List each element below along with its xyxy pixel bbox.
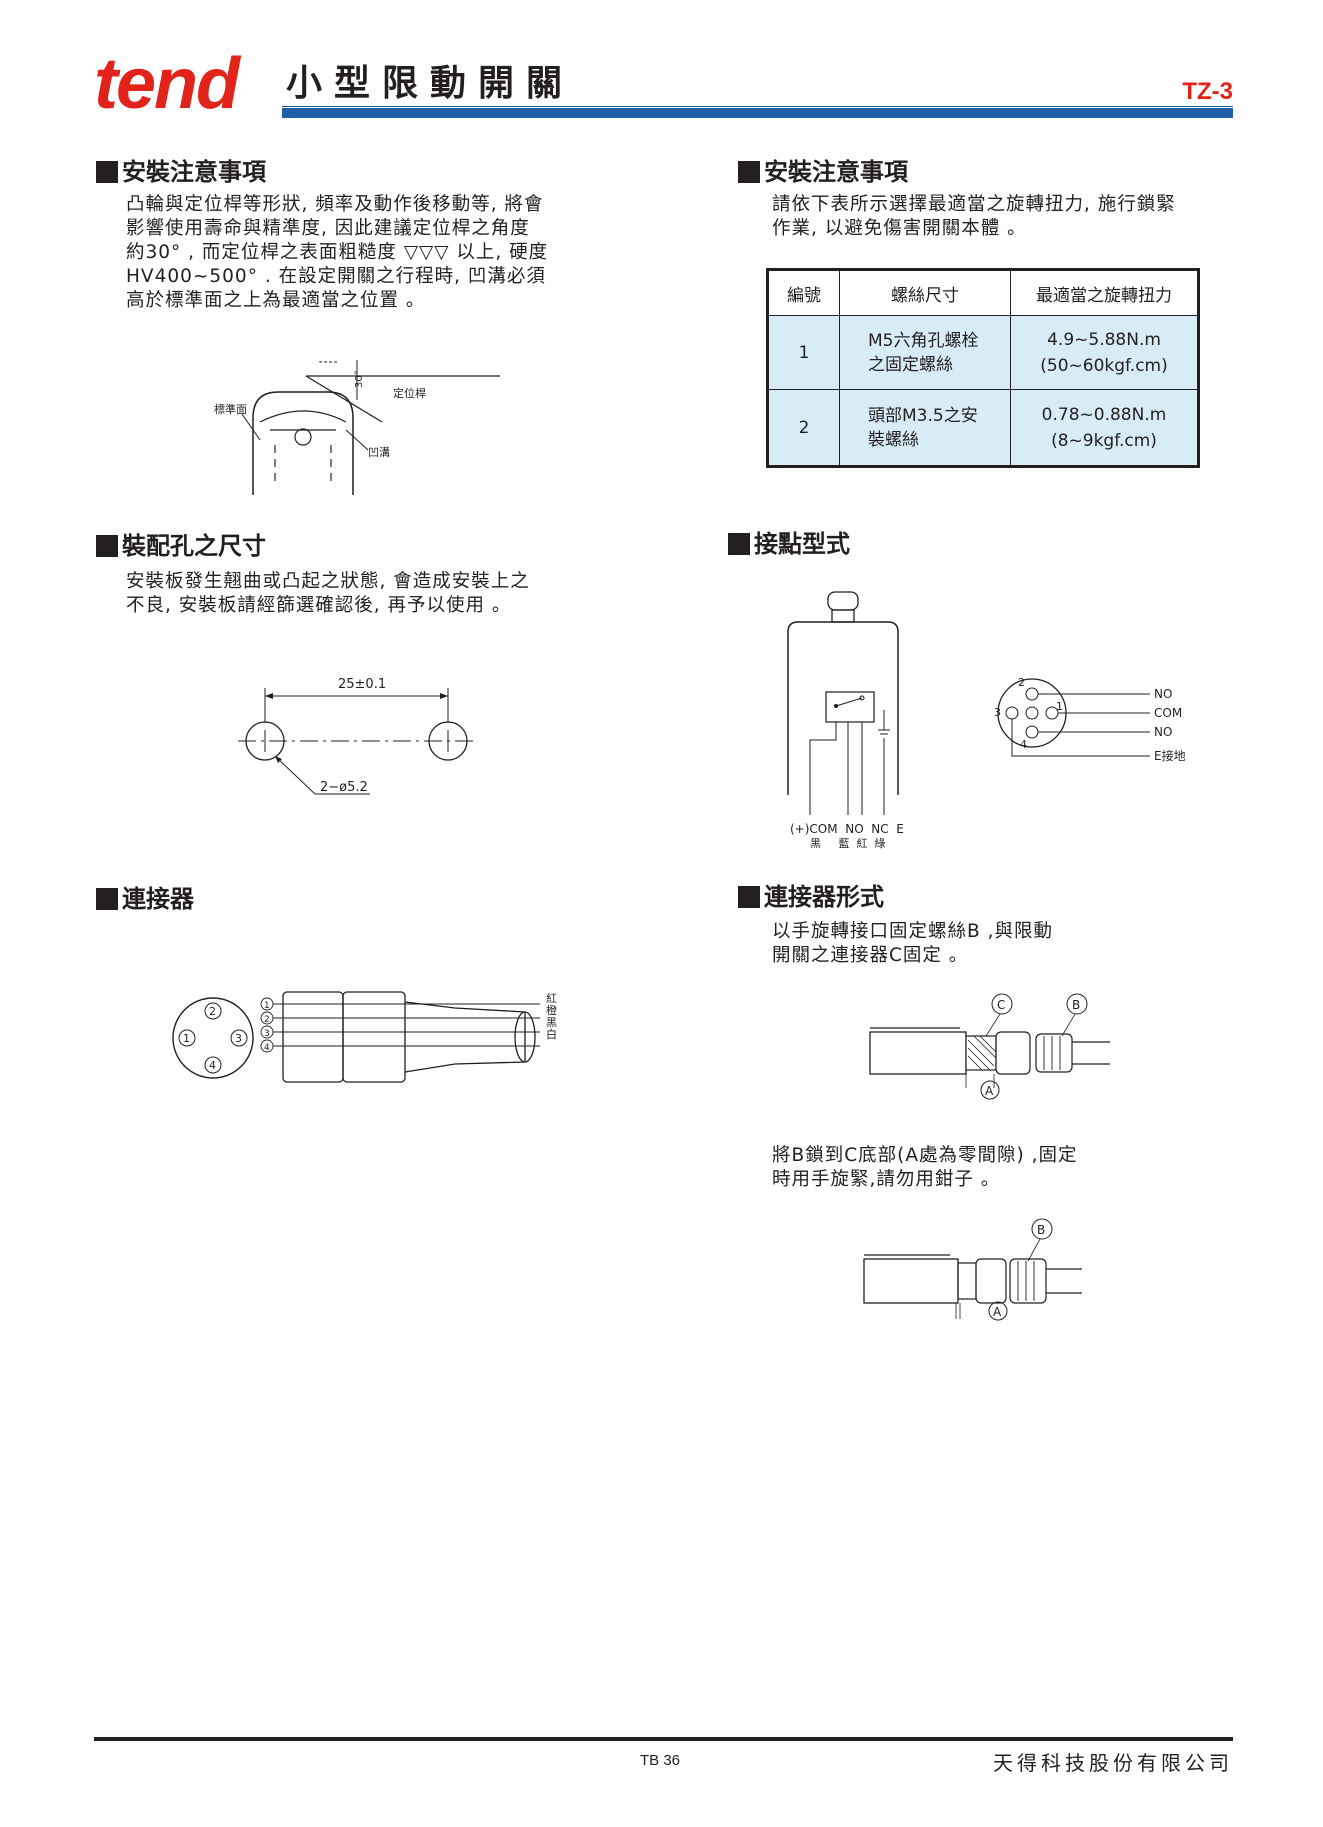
pin-num: 3 (264, 1029, 270, 1039)
cell-torque: 4.9~5.88N.m (50~60kgf.cm) (1010, 315, 1198, 390)
section-title-install-left: 安裝注意事項 (96, 158, 266, 186)
pin-num: 4 (209, 1059, 216, 1072)
pin-label: NO (1154, 725, 1172, 739)
install-right-text: 請依下表所示選擇最適當之旋轉扭力, 施行鎖緊 作業, 以避免傷害開關本體 。 (772, 194, 1176, 239)
connector-assembly-diagram-1: C B A (869, 993, 1110, 1100)
pin-num: 3 (994, 706, 1001, 719)
pin-label: NO (1154, 687, 1172, 701)
rod-label: 定位桿 (393, 386, 426, 400)
mounting-hole-diagram: 25±0.1 2−ø5.2 (238, 677, 475, 795)
bullet-square-icon (738, 161, 760, 183)
pin-num: 4 (1020, 738, 1027, 751)
groove-label: 凹溝 (368, 446, 390, 459)
section-title-connector: 連接器 (96, 885, 194, 913)
label-c: C (997, 998, 1005, 1012)
col-header-size: 螺絲尺寸 (839, 270, 1011, 316)
header-rule (282, 108, 1233, 118)
dia-label: 2−ø5.2 (320, 780, 368, 795)
pin-label: COM (1154, 706, 1182, 720)
connector-form-text: 以手旋轉接口固定螺絲B ,與限動 開關之連接器C固定 。 (772, 921, 1053, 966)
footer-rule (94, 1737, 1233, 1741)
col-header-no: 編號 (768, 270, 840, 316)
company-name: 天得科技股份有限公司 (993, 1751, 1233, 1775)
bullet-square-icon (96, 888, 118, 910)
pin-num: 4 (264, 1043, 270, 1053)
bullet-square-icon (738, 886, 760, 908)
terminal-color-labels: 黑 藍 紅 綠 (810, 837, 885, 850)
torque-table: 編號 螺絲尺寸 最適當之旋轉扭力 1 M5六角孔螺栓 之固定螺絲 4.9~5.8… (766, 268, 1200, 468)
cell-no: 1 (768, 315, 840, 390)
label-b: B (1037, 1223, 1045, 1237)
table-row: 2 頭部M3.5之安 裝螺絲 0.78~0.88N.m (8~9kgf.cm) (768, 389, 1198, 466)
cell-size: M5六角孔螺栓 之固定螺絲 (839, 315, 1011, 390)
pin-num: 1 (264, 1001, 270, 1011)
table-row: 1 M5六角孔螺栓 之固定螺絲 4.9~5.88N.m (50~60kgf.cm… (768, 315, 1198, 390)
pin-num: 1 (1056, 700, 1063, 713)
wire-colors: 紅橙黑白 (546, 992, 557, 1041)
brand-logo: tend (94, 44, 240, 124)
bullet-square-icon (728, 533, 750, 555)
connector-form-text-2: 將B鎖到C底部(A處為零間隙) ,固定 時用手旋緊,請勿用鉗子 。 (772, 1145, 1078, 1190)
page-number: TB 36 (640, 1752, 681, 1769)
cell-torque: 0.78~0.88N.m (8~9kgf.cm) (1010, 389, 1198, 466)
section-title-install-right: 安裝注意事項 (738, 158, 908, 186)
header-rule-thin (282, 106, 1233, 107)
table-header-row: 編號 螺絲尺寸 最適當之旋轉扭力 (768, 270, 1198, 316)
col-header-torque: 最適當之旋轉扭力 (1010, 270, 1198, 316)
pin-num: 1 (183, 1032, 190, 1045)
rod-angle-diagram: 30° 定位桿 標準面 凹溝 (214, 360, 500, 495)
label-b: B (1072, 998, 1080, 1012)
section-title-hole: 裝配孔之尺寸 (96, 532, 266, 560)
contact-wiring-diagram: (+)COM NO NC E 黑 藍 紅 綠 (787, 591, 904, 850)
section-title-contact: 接點型式 (728, 530, 850, 558)
pin-num: 2 (1018, 676, 1025, 689)
pin-label: E接地 (1154, 748, 1186, 763)
cell-size: 頭部M3.5之安 裝螺絲 (839, 389, 1011, 466)
hole-text: 安裝板發生翹曲或凸起之狀態, 會造成安裝上之 不良, 安裝板請經篩選確認後, 再… (126, 571, 530, 616)
angle-label: 30° (354, 370, 365, 388)
label-a: A (985, 1084, 994, 1098)
cell-no: 2 (768, 389, 840, 466)
bullet-square-icon (96, 161, 118, 183)
pin-num: 2 (209, 1005, 216, 1018)
connector-diagram: 2 1 3 4 1 2 3 4 紅橙黑白 (172, 991, 557, 1083)
terminal-labels: (+)COM NO NC E (790, 822, 904, 836)
section-title-connector-form: 連接器形式 (738, 883, 884, 911)
surface-label: 標準面 (214, 402, 247, 416)
spacing-label: 25±0.1 (338, 677, 386, 692)
pin-num: 2 (264, 1015, 270, 1025)
connector-assembly-diagram-2: B A (863, 1218, 1082, 1321)
contact-pinout-diagram: 1 2 3 4 NO COM NO E接地 (994, 676, 1186, 763)
label-a: A (993, 1305, 1002, 1319)
bullet-square-icon (96, 535, 118, 557)
page-title: 小型限動開關 (286, 63, 575, 104)
install-left-text: 凸輪與定位桿等形狀, 頻率及動作後移動等, 將會 影響使用壽命與精準度, 因此建… (126, 194, 549, 311)
page-code: TZ-3 (1182, 78, 1233, 105)
pin-num: 3 (235, 1032, 242, 1045)
